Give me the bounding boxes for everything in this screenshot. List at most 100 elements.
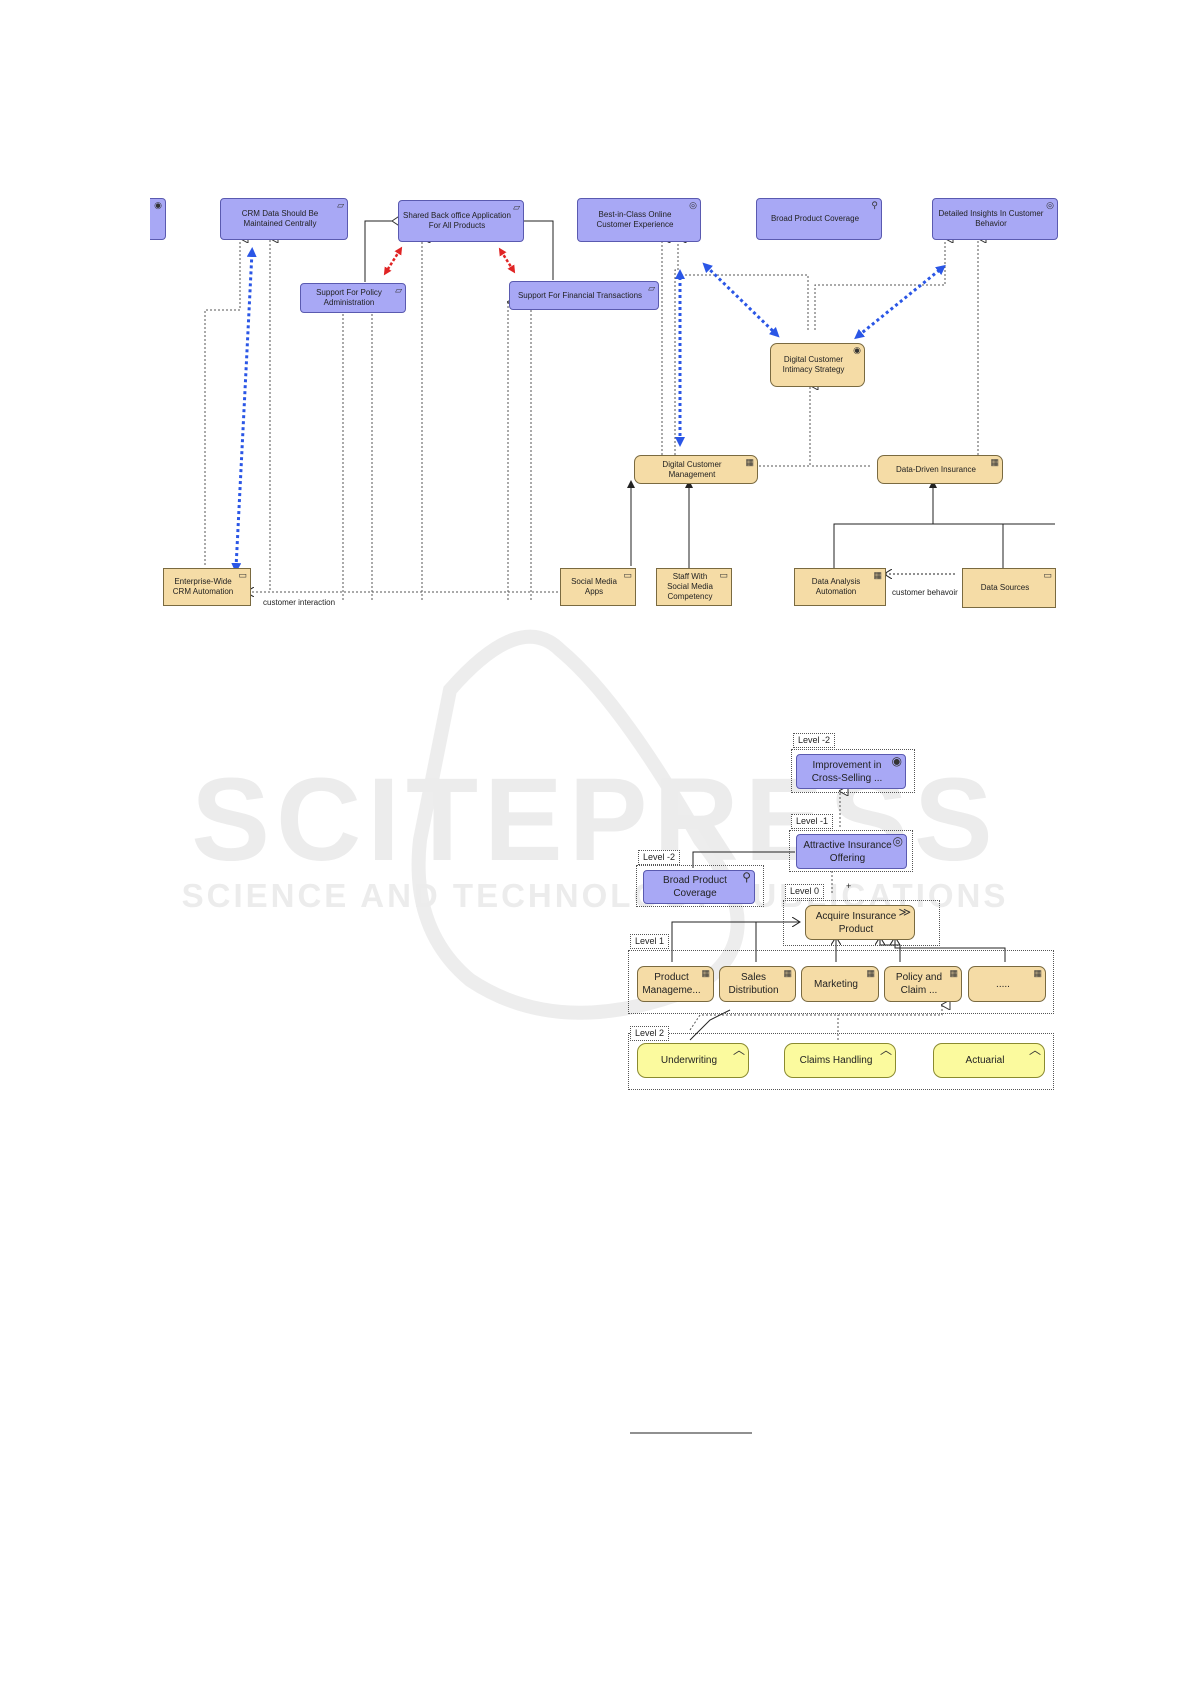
node-actuarial[interactable]: Actuarial ︿: [933, 1043, 1045, 1078]
group-level-minus1: [789, 830, 913, 872]
node-sales-distribution[interactable]: Sales Distribution ▦: [719, 966, 796, 1002]
resource-icon: ▭: [238, 570, 247, 580]
group-level-2: [628, 1033, 1054, 1090]
node-cross-selling-label: Improvement in Cross-Selling ...: [811, 759, 883, 784]
node-intimacy-strategy[interactable]: Digital Customer Intimacy Strategy ◉: [770, 343, 865, 387]
node-broad-product-coverage[interactable]: Broad Product Coverage ⚲: [756, 198, 882, 240]
node-underwriting-label: Underwriting: [660, 1055, 718, 1066]
capability-icon: ▦: [701, 968, 710, 978]
node-data-driven-insurance[interactable]: Data-Driven Insurance ▦: [877, 455, 1003, 484]
requirement-icon: ▱: [648, 283, 655, 293]
group-level-minus2-coverage: [636, 865, 764, 907]
node-more-capabilities[interactable]: ..... ▦: [968, 966, 1046, 1002]
node-digital-customer-management-label: Digital Customer Management: [662, 459, 722, 479]
capability-icon: ▦: [866, 968, 875, 978]
edge-analysis-to-data-driven: [833, 480, 937, 568]
goal-partial-left[interactable]: ◉: [150, 198, 166, 240]
edge-label-plus: +: [846, 881, 852, 891]
node-broad-product-coverage-label: Broad Product Coverage: [770, 214, 860, 223]
edge-sources-to-data-driven: [933, 523, 1004, 568]
resource-icon: ▭: [623, 570, 632, 580]
edge-label-customer-behavior: customer behavoir: [892, 588, 958, 597]
watermark-logo-icon: [411, 629, 745, 1020]
node-intimacy-strategy-label: Digital Customer Intimacy Strategy: [782, 355, 845, 374]
goal-icon: ◉: [891, 754, 902, 768]
edge-crm-automation-to-crm-data: [204, 238, 240, 565]
edge-coverage-to-offering: [692, 851, 795, 868]
node-policy-and-claim[interactable]: Policy and Claim ... ▦: [884, 966, 962, 1002]
node-product-management[interactable]: Product Manageme... ▦: [637, 966, 714, 1002]
conflict-shared-policy: [383, 246, 403, 276]
node-broad-coverage-bottom-label: Broad Product Coverage: [663, 875, 727, 899]
node-data-driven-insurance-label: Data-Driven Insurance: [895, 464, 977, 474]
node-claims-handling-label: Claims Handling: [799, 1055, 873, 1066]
assessment-icon: ⚲: [871, 200, 878, 210]
principle-icon: ▱: [337, 200, 344, 210]
edge-more-to-acquire: [895, 937, 1006, 962]
node-crm-data-centrally[interactable]: CRM Data Should Be Maintained Centrally …: [220, 198, 348, 240]
node-product-management-label: Product Manageme...: [642, 972, 701, 996]
node-policy-administration-label: Support For Policy Administration: [316, 288, 382, 307]
node-marketing[interactable]: Marketing ▦: [801, 966, 879, 1002]
node-financial-transactions[interactable]: Support For Financial Transactions ▱: [509, 281, 659, 310]
node-best-in-class[interactable]: Best-in-Class Online Customer Experience…: [577, 198, 701, 242]
node-social-media-apps-label: Social Media Apps: [571, 577, 617, 596]
conflict-shared-fin: [498, 247, 516, 274]
course-of-action-icon: ◉: [853, 345, 861, 355]
influence-strategy-insights: [854, 264, 946, 340]
level-label-coverage: Level -2: [638, 850, 681, 865]
group-level-minus2-top: [791, 749, 915, 793]
node-financial-transactions-label: Support For Financial Transactions: [517, 290, 643, 300]
node-policy-administration[interactable]: Support For Policy Administration ▱: [300, 283, 406, 313]
group-level-0: [783, 900, 940, 946]
goal-icon: ◉: [154, 200, 162, 210]
node-staff-social-media[interactable]: Staff With Social Media Competency ▭: [656, 568, 732, 606]
group-level-1: [628, 950, 1054, 1014]
node-crm-automation[interactable]: Enterprise-Wide CRM Automation ▭: [163, 568, 251, 606]
node-data-analysis-automation[interactable]: Data Analysis Automation ▦: [794, 568, 886, 606]
capability-icon: ▦: [949, 968, 958, 978]
node-acquire-insurance-product-label: Acquire Insurance Product: [815, 910, 897, 935]
value-stream-icon: ≫: [898, 905, 911, 919]
business-function-icon: ︿: [879, 1043, 892, 1057]
capability-icon: ▦: [1033, 968, 1042, 978]
node-digital-customer-management[interactable]: Digital Customer Management ▦: [634, 455, 758, 484]
node-crm-automation-label: Enterprise-Wide CRM Automation: [172, 577, 234, 596]
edge-cust-to-strategy: [755, 385, 810, 467]
influence-best-strategy: [702, 262, 780, 338]
requirement-icon: ▱: [395, 285, 402, 295]
node-marketing-label: Marketing: [814, 978, 858, 990]
node-detailed-insights-label: Detailed Insights In Customer Behavior: [938, 209, 1044, 228]
edge-strategy-to-insights-1: [814, 238, 945, 330]
node-cross-selling[interactable]: Improvement in Cross-Selling ... ◉: [796, 754, 906, 789]
node-underwriting[interactable]: Underwriting ︿: [637, 1043, 749, 1078]
influence-crm-vertical: [231, 247, 257, 573]
node-more-capabilities-label: .....: [996, 978, 1010, 990]
assessment-icon: ⚲: [742, 870, 751, 884]
node-actuarial-label: Actuarial: [965, 1055, 1005, 1066]
capability-icon: ▦: [783, 968, 792, 978]
capability-icon: ▦: [745, 457, 754, 467]
business-function-icon: ︿: [732, 1043, 745, 1057]
node-broad-coverage-bottom[interactable]: Broad Product Coverage ⚲: [643, 870, 755, 904]
node-detailed-insights[interactable]: Detailed Insights In Customer Behavior ◎: [932, 198, 1058, 240]
edge-shared-to-fin: [507, 216, 554, 280]
edge-cust-to-best-2: [674, 238, 678, 455]
node-data-sources[interactable]: Data Sources ▭: [962, 568, 1056, 608]
level-label-acquire: Level 0: [785, 884, 825, 899]
node-sales-distribution-label: Sales Distribution: [728, 972, 779, 996]
edge-label-customer-interaction: customer interaction: [263, 598, 336, 607]
node-claims-handling[interactable]: Claims Handling ︿: [784, 1043, 896, 1078]
node-shared-back-office-label: Shared Back office Application For All P…: [403, 211, 511, 230]
node-acquire-insurance-product[interactable]: Acquire Insurance Product ≫: [805, 905, 915, 940]
node-shared-back-office[interactable]: Shared Back office Application For All P…: [398, 200, 524, 242]
node-attractive-offering[interactable]: Attractive Insurance Offering ◎: [796, 834, 907, 869]
node-policy-and-claim-label: Policy and Claim ...: [895, 972, 943, 996]
edge-product-to-acquire: [671, 922, 800, 962]
node-data-analysis-automation-label: Data Analysis Automation: [811, 577, 861, 596]
node-best-in-class-label: Best-in-Class Online Customer Experience: [596, 210, 674, 229]
node-social-media-apps[interactable]: Social Media Apps ▭: [560, 568, 636, 606]
resource-icon: ▭: [719, 570, 728, 580]
level-label-offering: Level -1: [791, 814, 834, 829]
